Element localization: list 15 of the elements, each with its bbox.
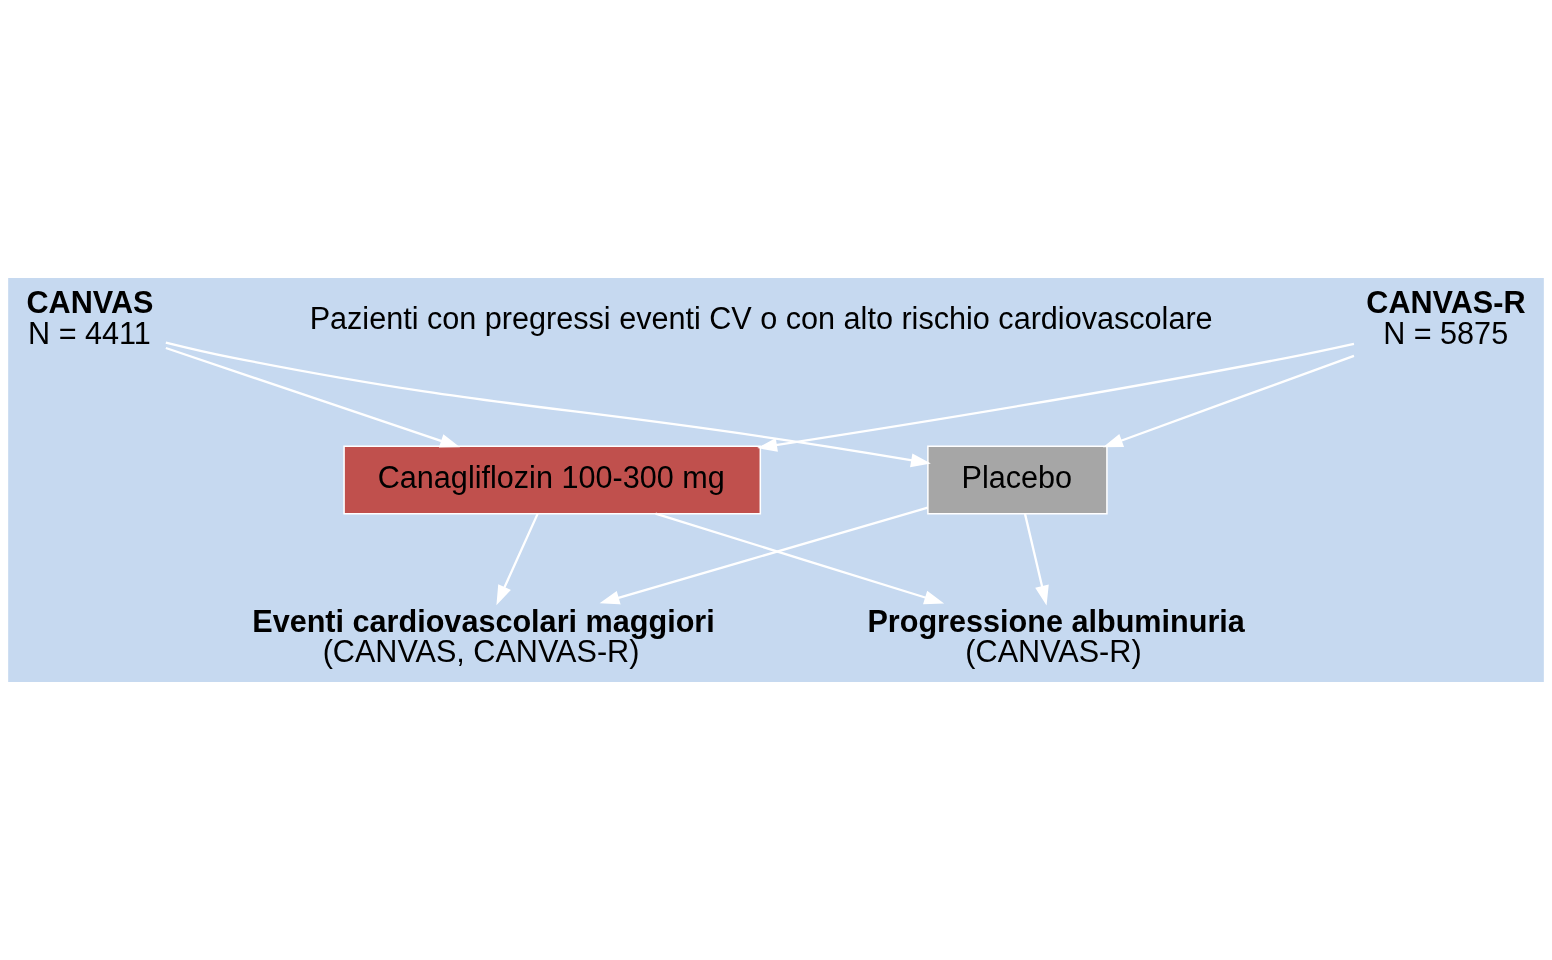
arrow	[165, 346, 460, 448]
node-text: CANVAS N = 4411	[26, 285, 154, 350]
node-text: CANVAS-R N = 5875	[1366, 285, 1526, 350]
arrow	[599, 506, 929, 605]
node-box: Canagliflozin 100-300 mg	[343, 445, 762, 515]
node-text: Progressione albuminuria (CANVAS-R)	[867, 603, 1245, 669]
arrow	[496, 513, 539, 606]
arrow	[165, 341, 931, 468]
arrow	[1102, 354, 1355, 448]
arrow	[655, 512, 945, 605]
arrow	[1023, 513, 1049, 606]
label: Pazienti con pregressi eventi CV o con alto rischio cardiovascolare	[309, 300, 1213, 335]
node-box: Placebo	[927, 445, 1108, 515]
node-text: Eventi cardiovascolari maggiori (CANVAS, CANVAS-R)	[252, 603, 715, 669]
arrow	[757, 342, 1355, 452]
